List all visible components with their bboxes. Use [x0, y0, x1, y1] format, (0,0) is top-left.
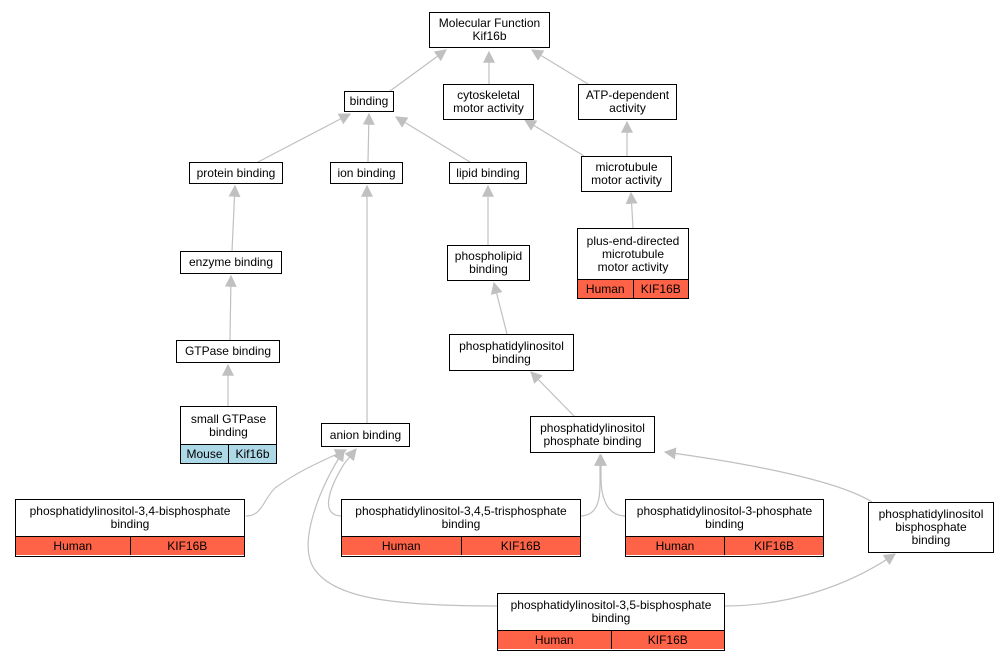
- node-binding[interactable]: binding: [344, 91, 394, 112]
- edge-pi3p-pip: [595, 453, 627, 517]
- node-label: protein binding: [196, 165, 276, 180]
- node-label: phosphatidylinositol-3-phosphate binding: [636, 504, 813, 531]
- edge-protein-binding: [257, 113, 352, 163]
- edge-pi345-pip: [579, 453, 606, 517]
- node-lipid-binding[interactable]: lipid binding: [449, 162, 527, 184]
- node-label: phosphatidylinositol-3,4-bisphosphate bi…: [29, 504, 231, 531]
- annotation-human: Human KIF16B: [342, 536, 580, 555]
- edge-pip-pi: [530, 371, 575, 417]
- edge-atp-root: [530, 49, 589, 85]
- annotation-gene: KIF16B: [129, 537, 245, 555]
- edge-plusend-microtubule: [625, 191, 638, 229]
- node-label: cytoskeletal motor activity: [453, 88, 524, 115]
- node-label: enzyme binding: [188, 255, 274, 269]
- edge-lipid-binding: [394, 116, 471, 163]
- node-microtubule-motor-activity[interactable]: microtubule motor activity: [581, 156, 672, 192]
- node-label: binding: [349, 94, 389, 108]
- edge-enzyme-protein: [228, 184, 241, 252]
- node-label: phosphatidylinositol binding: [459, 338, 564, 366]
- node-label: GTPase binding: [184, 344, 272, 358]
- node-cytoskeletal-motor-activity[interactable]: cytoskeletal motor activity: [443, 84, 534, 120]
- node-label: phosphatidylinositol phosphate binding: [540, 420, 645, 448]
- node-pi-3-phosphate-binding[interactable]: phosphatidylinositol-3-phosphate binding…: [625, 499, 824, 557]
- node-label: Molecular Function Kif16b: [438, 16, 541, 43]
- node-phosphatidylinositol-binding[interactable]: phosphatidylinositol binding: [449, 334, 574, 371]
- node-label: ion binding: [337, 165, 396, 180]
- node-label: phosphatidylinositol bisphosphate bindin…: [878, 507, 984, 547]
- annotation-gene: KIF16B: [610, 631, 725, 649]
- node-atp-dependent-activity[interactable]: ATP-dependent activity: [578, 84, 677, 120]
- node-ion-binding[interactable]: ion binding: [330, 162, 403, 184]
- annotation-species: Human: [585, 281, 625, 296]
- annotation-gene: KIF16B: [460, 537, 581, 555]
- annotation-species: Human: [381, 538, 421, 553]
- edge-binding-root: [389, 49, 447, 92]
- annotation-gene: KIF16B: [724, 537, 823, 555]
- node-protein-binding[interactable]: protein binding: [189, 162, 283, 184]
- node-label: ATP-dependent activity: [585, 88, 670, 115]
- annotation-human: Human KIF16B: [16, 536, 244, 555]
- node-label: lipid binding: [456, 165, 520, 180]
- annotation-species: Human: [655, 538, 695, 553]
- node-anion-binding[interactable]: anion binding: [321, 423, 410, 447]
- node-label: small GTPase binding: [190, 411, 267, 439]
- node-phosphatidylinositol-bisphosphate-binding[interactable]: phosphatidylinositol bisphosphate bindin…: [868, 502, 994, 553]
- edge-pi35-pibis: [723, 553, 896, 607]
- annotation-gene: Kif16b: [228, 445, 276, 463]
- edge-microtubule-cytoskeletal: [523, 119, 585, 157]
- edge-ion-binding: [362, 112, 375, 163]
- edge-pi345-anion: [327, 448, 357, 517]
- node-phosphatidylinositol-phosphate-binding[interactable]: phosphatidylinositol phosphate binding: [530, 416, 655, 453]
- node-label: anion binding: [329, 427, 402, 442]
- annotation-human: Human KIF16B: [498, 630, 724, 649]
- node-molecular-function-root[interactable]: Molecular Function Kif16b: [429, 12, 550, 48]
- node-phospholipid-binding[interactable]: phospholipid binding: [447, 245, 530, 281]
- node-label: phosphatidylinositol-3,5-bisphosphate bi…: [510, 598, 712, 625]
- node-gtpase-binding[interactable]: GTPase binding: [176, 340, 280, 363]
- node-small-gtpase-binding[interactable]: small GTPase binding Mouse Kif16b: [180, 406, 277, 464]
- annotation-human: Human KIF16B: [626, 536, 823, 555]
- annotation-species: Human: [53, 538, 93, 553]
- node-plus-end-directed-motor-activity[interactable]: plus-end-directed microtubule motor acti…: [577, 228, 689, 299]
- annotation-species: Mouse: [186, 446, 223, 461]
- edge-gtpase-enzyme: [224, 274, 237, 341]
- annotation-gene: KIF16B: [632, 280, 689, 298]
- annotation-human: Human KIF16B: [578, 279, 688, 298]
- node-pi-3-5-bisphosphate-binding[interactable]: phosphatidylinositol-3,5-bisphosphate bi…: [497, 593, 725, 651]
- edge-pibis-pip: [663, 447, 873, 503]
- node-label: phosphatidylinositol-3,4,5-trisphosphate…: [355, 504, 567, 531]
- node-label: phospholipid binding: [454, 249, 523, 276]
- node-pi-3-4-bisphosphate-binding[interactable]: phosphatidylinositol-3,4-bisphosphate bi…: [15, 499, 245, 557]
- node-enzyme-binding[interactable]: enzyme binding: [180, 251, 282, 274]
- edge-pi35-anion: [307, 448, 499, 607]
- edge-pi34-anion: [245, 449, 348, 517]
- annotation-mouse: Mouse Kif16b: [181, 444, 276, 463]
- node-label: microtubule motor activity: [591, 160, 662, 187]
- node-label: plus-end-directed microtubule motor acti…: [586, 233, 680, 274]
- annotation-species: Human: [534, 632, 574, 647]
- edge-pi-phospholipid: [490, 281, 508, 335]
- node-pi-3-4-5-trisphosphate-binding[interactable]: phosphatidylinositol-3,4,5-trisphosphate…: [341, 499, 581, 557]
